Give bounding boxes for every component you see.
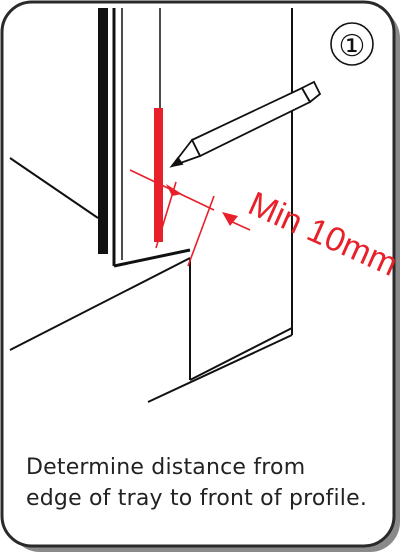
step-badge-circle	[330, 22, 374, 66]
wall-outline	[9, 8, 293, 403]
caption-line-2: edge of tray to front of profile.	[26, 486, 368, 511]
caption-line-1: Determine distance from	[26, 455, 306, 480]
pencil-icon	[169, 80, 322, 168]
red-measurement-bar	[154, 108, 163, 242]
instruction-caption: Determine distance from edge of tray to …	[26, 452, 398, 514]
arrow-right-head	[222, 212, 238, 226]
arrow-left-head	[166, 184, 182, 196]
step-number: ①	[339, 29, 366, 64]
